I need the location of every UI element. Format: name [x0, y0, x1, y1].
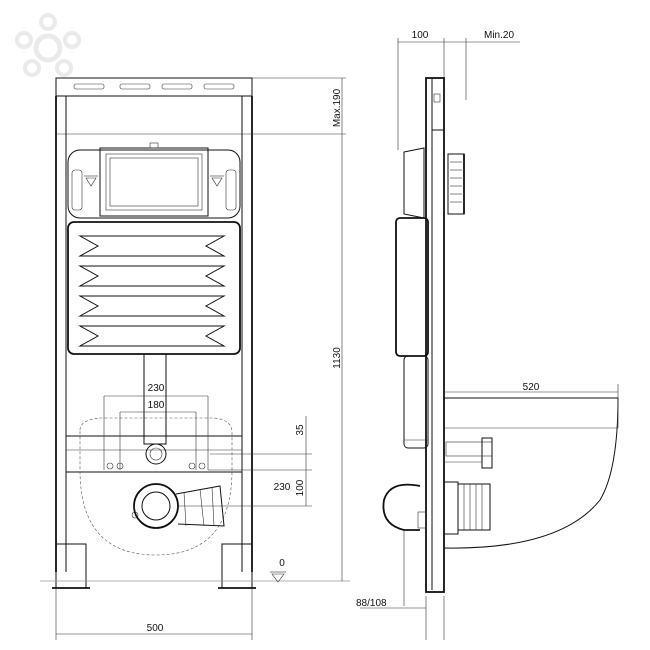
dim-width-500: 500: [147, 623, 164, 634]
watermark-logo-icon: [15, 13, 81, 77]
dim-pipe-35: 35: [295, 424, 306, 436]
right-foot: [221, 543, 253, 589]
cistern-side-top: [403, 147, 425, 219]
cistern-side-body: [395, 217, 429, 357]
dim-min-20: Min.20: [484, 30, 514, 41]
cistern-top: [67, 149, 241, 219]
dim-bowl-520: 520: [523, 382, 540, 393]
dim-max-190: Max.190: [332, 88, 343, 127]
dim-pipe-100: 100: [295, 479, 306, 496]
outlet-pipe: [133, 483, 179, 529]
dim-floor-0: 0: [279, 558, 285, 569]
dim-depth-100: 100: [412, 30, 429, 41]
outlet-side: [382, 483, 421, 531]
level-marker-icon: [271, 573, 285, 583]
dim-bolt-230: 230: [148, 383, 165, 394]
wall-bracket: [447, 153, 465, 215]
top-rail: [55, 77, 253, 97]
side-view: [360, 38, 619, 640]
dim-bolt-180: 180: [148, 400, 165, 411]
dim-offset-88-108: 88/108: [356, 598, 387, 609]
dim-outlet-230: 230: [274, 482, 291, 493]
dim-height-1130: 1130: [332, 347, 343, 369]
bowl-side: [443, 397, 619, 549]
flush-pipe: [143, 353, 167, 445]
front-view: [40, 77, 350, 640]
left-foot: [55, 543, 87, 589]
